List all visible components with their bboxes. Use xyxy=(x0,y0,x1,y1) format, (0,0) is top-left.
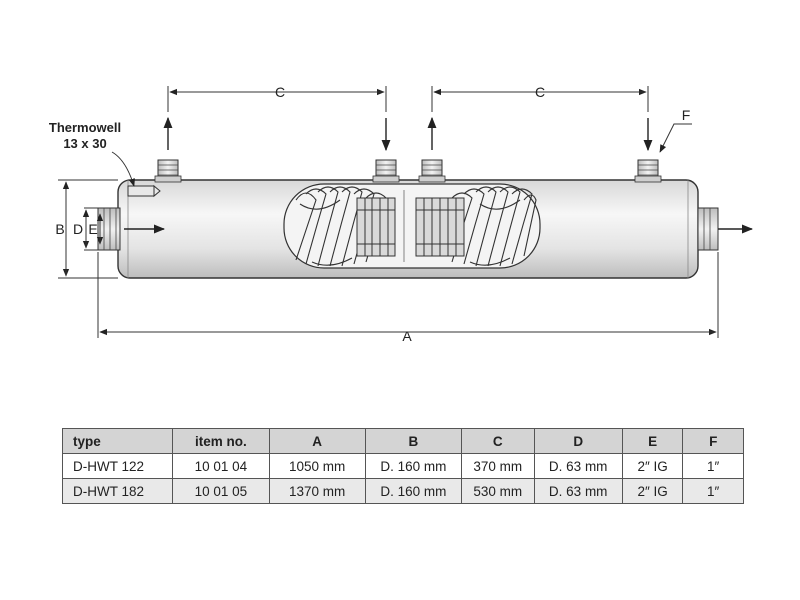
cell-c: 530 mm xyxy=(461,478,535,504)
spec-table-header-row: type item no. A B C D E F xyxy=(61,428,744,454)
table-row: D-HWT 122 10 01 04 1050 mm D. 160 mm 370… xyxy=(61,453,744,479)
cell-b: D. 160 mm xyxy=(364,453,463,479)
cell-e: 2″ IG xyxy=(621,478,684,504)
header-type: type xyxy=(61,428,174,454)
inner-tube-right xyxy=(415,197,465,257)
cell-item-no: 10 01 04 xyxy=(172,453,270,479)
thermowell-label: Thermowell xyxy=(49,120,121,135)
dimension-f-leader xyxy=(659,123,692,153)
cell-type: D-HWT 122 xyxy=(61,453,174,479)
flow-arrows xyxy=(124,116,754,234)
cell-item-no: 10 01 05 xyxy=(172,478,270,504)
cell-c: 370 mm xyxy=(461,453,535,479)
top-connector-3 xyxy=(418,159,446,183)
inner-tube-left xyxy=(356,197,396,257)
top-connector-2 xyxy=(372,159,400,183)
cell-d: D. 63 mm xyxy=(533,478,623,504)
left-side-connector xyxy=(97,207,121,251)
header-f: F xyxy=(682,428,744,454)
top-connector-1 xyxy=(154,159,182,183)
top-connector-4 xyxy=(634,159,662,183)
dimension-b xyxy=(58,179,118,279)
thermowell-leader xyxy=(111,151,135,187)
thermowell-pocket xyxy=(127,184,161,198)
header-e: E xyxy=(621,428,684,454)
right-side-connector xyxy=(697,207,719,251)
dimension-f-label: F xyxy=(682,107,691,123)
header-c: C xyxy=(461,428,535,454)
cell-a: 1370 mm xyxy=(268,478,366,504)
header-d: D xyxy=(533,428,623,454)
dimension-e-label: E xyxy=(88,221,97,237)
dimension-b-label: B xyxy=(55,221,64,237)
header-b: B xyxy=(364,428,463,454)
dimension-c-right xyxy=(431,86,649,112)
dimension-c-left-label: C xyxy=(275,84,285,100)
cell-f: 1″ xyxy=(682,478,744,504)
cell-f: 1″ xyxy=(682,453,744,479)
dimension-a xyxy=(97,252,719,338)
dimension-a-label: A xyxy=(402,328,412,344)
cell-b: D. 160 mm xyxy=(364,478,463,504)
header-item-no: item no. xyxy=(172,428,270,454)
cell-e: 2″ IG xyxy=(621,453,684,479)
cell-type: D-HWT 182 xyxy=(61,478,174,504)
dimension-c-right-label: C xyxy=(535,84,545,100)
cell-a: 1050 mm xyxy=(268,453,366,479)
thermowell-size: 13 x 30 xyxy=(63,136,106,151)
dimension-c-left xyxy=(167,86,387,112)
coil-cutaway xyxy=(283,183,541,269)
dimension-d-label: D xyxy=(73,221,83,237)
table-row: D-HWT 182 10 01 05 1370 mm D. 160 mm 530… xyxy=(61,478,744,504)
cell-d: D. 63 mm xyxy=(533,453,623,479)
heat-exchanger-diagram: C C A B D E Thermowell 13 x 30 F xyxy=(49,84,754,344)
spec-table: type item no. A B C D E F D-HWT 122 10 0… xyxy=(61,428,744,504)
dimension-d xyxy=(82,207,98,251)
header-a: A xyxy=(268,428,366,454)
